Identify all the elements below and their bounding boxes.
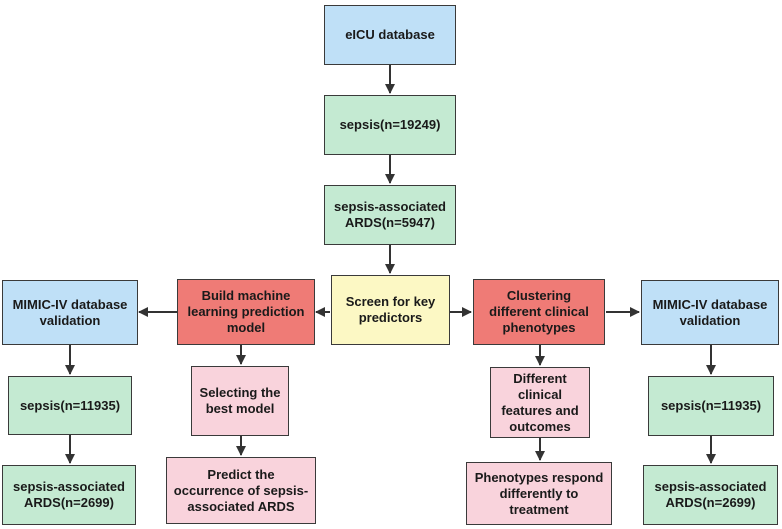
clinical-features-box: Different clinical features and outcomes	[490, 367, 590, 438]
ards-right-box: sepsis-associated ARDS(n=2699)	[643, 465, 778, 525]
select-model-box: Selecting the best model	[191, 366, 289, 436]
clustering-box: Clustering different clinical phenotypes	[473, 279, 605, 345]
screen-predictors-box: Screen for key predictors	[331, 275, 450, 345]
mimic-left-box: MIMIC-IV database validation	[2, 280, 138, 345]
ards-eicu-box: sepsis-associated ARDS(n=5947)	[324, 185, 456, 245]
sepsis-eicu-box: sepsis(n=19249)	[324, 95, 456, 155]
predict-box: Predict the occurrence of sepsis-associa…	[166, 457, 316, 524]
sepsis-left-box: sepsis(n=11935)	[8, 376, 132, 435]
sepsis-right-box: sepsis(n=11935)	[648, 376, 774, 436]
eicu-database-box: eICU database	[324, 5, 456, 65]
ards-left-box: sepsis-associated ARDS(n=2699)	[2, 465, 136, 525]
mimic-right-box: MIMIC-IV database validation	[641, 280, 779, 345]
build-model-box: Build machine learning prediction model	[177, 279, 315, 345]
phenotypes-respond-box: Phenotypes respond differently to treatm…	[466, 462, 612, 525]
